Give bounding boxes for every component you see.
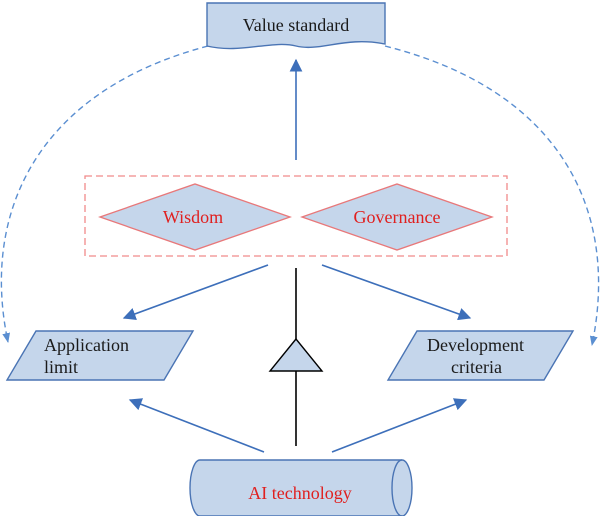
value-standard-shape [206,2,386,50]
arrow-ai-to-development-criteria [331,398,468,453]
support-triangle [268,337,324,372]
ai-technology-cylinder-cap [391,459,403,516]
dashed-arrow-right [384,45,600,346]
arrow-to-development-criteria [321,264,472,321]
application-limit-line1: Application [44,335,129,355]
development-criteria-line1: Development [427,335,524,355]
application-limit-label: Application limit [44,335,133,377]
arrow-to-application-limit [122,264,269,321]
application-limit-line2: limit [44,357,78,377]
governance-diamond [300,183,494,251]
wisdom-label: Wisdom [163,207,223,227]
dashed-group-box [84,175,508,257]
development-criteria-line2: criteria [451,357,502,377]
arrow-ai-to-application-limit [128,398,265,453]
governance-label: Governance [354,207,441,227]
ai-technology-cylinder [189,459,413,516]
dashed-arrow-left [0,45,209,343]
development-criteria-shape [386,330,575,381]
value-standard-label: Value standard [243,15,349,35]
application-limit-shape [5,330,195,381]
wisdom-diamond [98,183,292,251]
development-criteria-label: Development criteria [427,335,528,377]
ai-technology-label: AI technology [248,483,351,503]
